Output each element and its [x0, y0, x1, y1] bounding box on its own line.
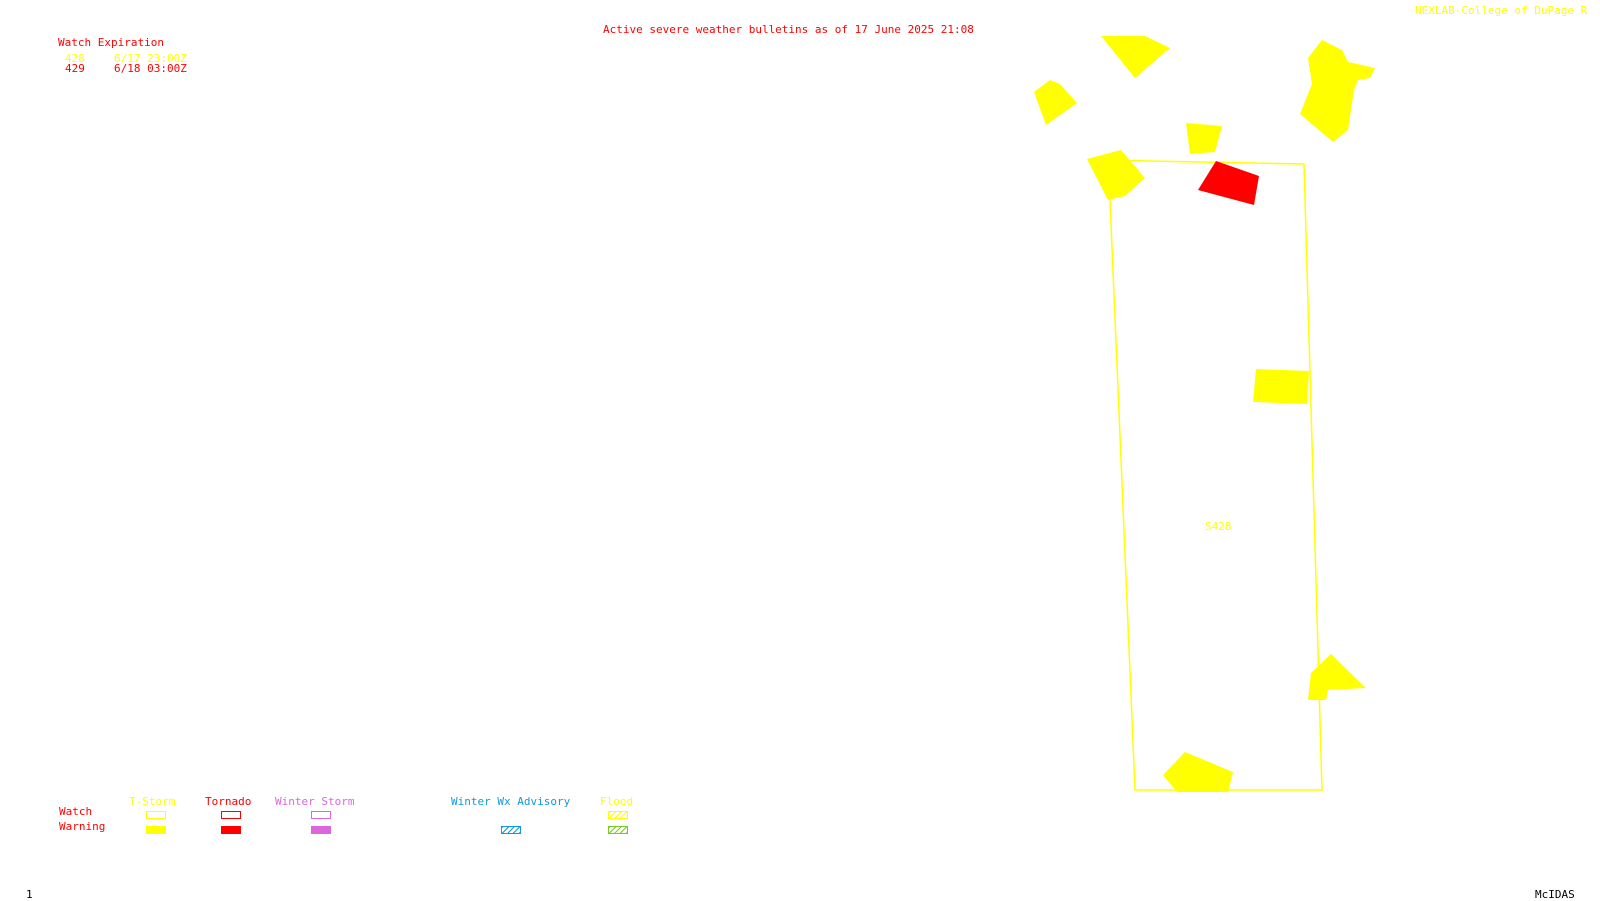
- legend-swatch-tstorm-warning: [146, 826, 166, 834]
- legend-label-winter-storm: Winter Storm: [275, 795, 355, 808]
- watch-expiration-heading: Watch Expiration: [58, 36, 164, 49]
- tstorm-warning-polygon: [1034, 80, 1077, 125]
- legend-swatch-tornado-watch: [221, 811, 241, 819]
- legend-label-winter-wx-advisory: Winter Wx Advisory: [451, 795, 571, 808]
- legend-swatch-tstorm-watch: [146, 811, 166, 819]
- legend-label-tornado: Tornado: [205, 795, 252, 808]
- tornado-warning-polygon: [1198, 161, 1259, 205]
- watch-id: 429: [65, 62, 85, 75]
- frame-number: 1: [26, 888, 33, 901]
- tstorm-warning-polygon: [1186, 123, 1222, 154]
- legend-row-watch: Watch: [59, 805, 93, 818]
- tstorm-warning-polygon: [1300, 40, 1375, 142]
- watch-box-label: S428: [1205, 520, 1232, 533]
- watch-expiration-time: 6/18 03:00Z: [114, 62, 187, 75]
- legend-swatch-tornado-warning: [221, 826, 241, 834]
- tstorm-warning-polygon: [1253, 369, 1309, 404]
- tstorm-warning-polygon: [1101, 36, 1170, 78]
- tstorm-warning-polygon: [1087, 150, 1145, 200]
- legend-row-warning: Warning: [59, 820, 106, 833]
- software-label: McIDAS: [1535, 888, 1575, 901]
- legend-label-tstorm: T-Storm: [129, 795, 176, 808]
- bulletin-title: Active severe weather bulletins as of 17…: [603, 23, 974, 36]
- legend-swatch-flood-warning: [608, 826, 628, 834]
- legend-swatch-flood-watch: [608, 811, 628, 819]
- severe-thunderstorm-watch-428-outline: [1100, 159, 1323, 791]
- tstorm-warning-polygon: [1163, 752, 1233, 792]
- legend-swatch-winter-storm-warning: [311, 826, 331, 834]
- tstorm-warning-polygon: [1308, 654, 1366, 700]
- watch-id: 428: [65, 52, 85, 65]
- source-credit: NEXLAB-College of DuPage R: [1415, 4, 1588, 17]
- legend-label-flood: Flood: [600, 795, 634, 808]
- legend-swatch-winter-wx-advisory: [501, 826, 521, 834]
- legend-swatch-winter-storm-watch: [311, 811, 331, 819]
- watch-expiration-time: 6/17 23:00Z: [114, 52, 187, 65]
